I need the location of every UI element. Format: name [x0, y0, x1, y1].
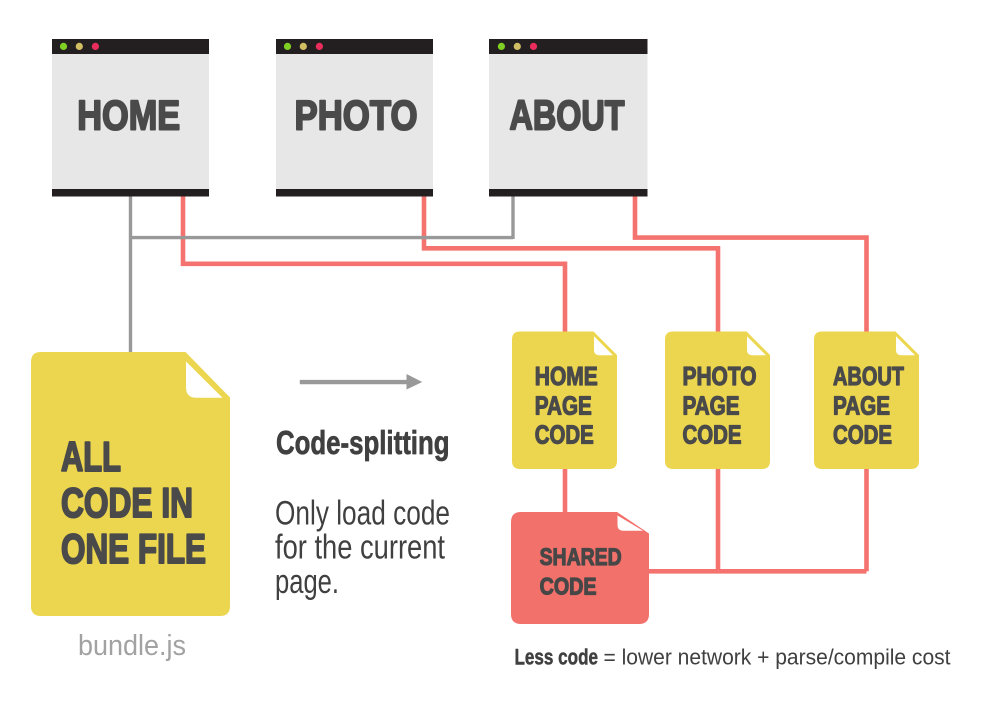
svg-text:for the current: for the current	[275, 529, 445, 567]
svg-text:CODE: CODE	[833, 422, 892, 450]
svg-text:CODE: CODE	[540, 573, 597, 600]
svg-text:page.: page.	[275, 563, 339, 601]
svg-text:Code-splitting: Code-splitting	[276, 424, 450, 461]
svg-text:ALL: ALL	[61, 433, 121, 480]
svg-text:PHOTO: PHOTO	[295, 91, 418, 138]
svg-text:PAGE: PAGE	[535, 392, 592, 420]
svg-text:Only load code: Only load code	[275, 495, 450, 533]
svg-text:HOME: HOME	[535, 363, 598, 391]
svg-text:HOME: HOME	[77, 91, 180, 138]
svg-text:= lower network + parse/compil: = lower network + parse/compile cost	[604, 645, 952, 670]
svg-text:ABOUT: ABOUT	[510, 91, 625, 138]
svg-text:ONE FILE: ONE FILE	[61, 525, 206, 572]
svg-text:PHOTO: PHOTO	[683, 363, 757, 391]
svg-text:PAGE: PAGE	[833, 392, 890, 420]
svg-text:Less code: Less code	[515, 645, 599, 670]
svg-text:PAGE: PAGE	[683, 392, 740, 420]
svg-text:bundle.js: bundle.js	[78, 630, 186, 662]
svg-text:CODE IN: CODE IN	[61, 479, 193, 526]
svg-text:CODE: CODE	[683, 422, 742, 450]
svg-text:CODE: CODE	[535, 422, 594, 450]
svg-text:SHARED: SHARED	[540, 544, 622, 571]
svg-text:ABOUT: ABOUT	[833, 363, 904, 391]
